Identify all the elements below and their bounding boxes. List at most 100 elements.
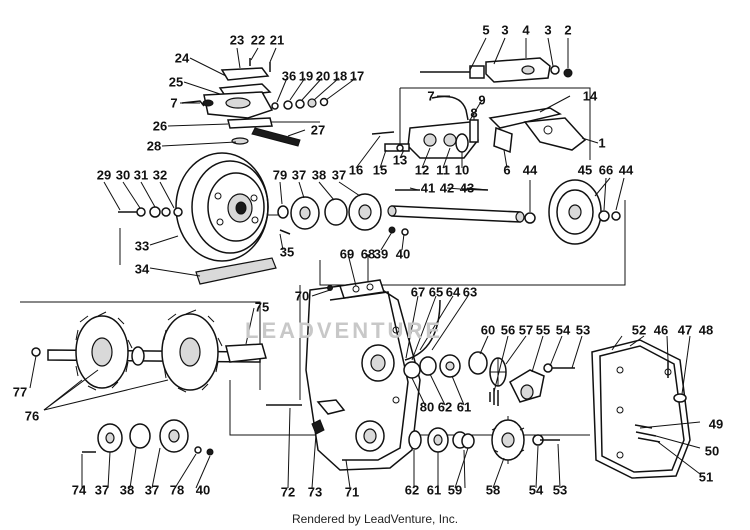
callout-31: 31 [133, 167, 149, 183]
chaincase-housing [266, 279, 421, 471]
callout-51: 51 [698, 469, 714, 485]
callout-2: 2 [564, 22, 572, 38]
callout-16: 16 [348, 162, 364, 178]
callout-4: 4 [522, 22, 530, 38]
callout-39: 39 [373, 246, 389, 262]
callout-27: 27 [310, 122, 326, 138]
callout-50: 50 [704, 443, 720, 459]
footer-credit: Rendered by LeadVenture, Inc. [291, 512, 459, 526]
callout-58: 58 [485, 482, 501, 498]
callout-79: 79 [272, 167, 288, 183]
callout-15: 15 [372, 162, 388, 178]
callout-43: 43 [459, 180, 475, 196]
callout-70: 70 [294, 288, 310, 304]
callout-38: 38 [311, 167, 327, 183]
callout-37: 37 [331, 167, 347, 183]
axle-bearing-stack [82, 419, 214, 456]
chain-tensioner-parts [403, 299, 575, 406]
callout-21: 21 [269, 32, 285, 48]
callout-3: 3 [501, 22, 509, 38]
callout-8: 8 [470, 105, 478, 121]
callout-42: 42 [439, 180, 455, 196]
callout-66: 66 [598, 162, 614, 178]
callout-52: 52 [631, 322, 647, 338]
callout-18: 18 [332, 68, 348, 84]
callout-7: 7 [427, 88, 435, 104]
callout-60: 60 [480, 322, 496, 338]
callout-10: 10 [454, 162, 470, 178]
callout-13: 13 [392, 152, 408, 168]
callout-44: 44 [522, 162, 538, 178]
callout-40: 40 [195, 482, 211, 498]
callout-12: 12 [414, 162, 430, 178]
callout-72: 72 [280, 484, 296, 500]
callout-54: 54 [555, 322, 571, 338]
callout-19: 19 [298, 68, 314, 84]
callout-1: 1 [598, 135, 606, 151]
chaincase-cover [591, 339, 691, 479]
callout-76: 76 [24, 408, 40, 424]
callout-5: 5 [482, 22, 490, 38]
callout-25: 25 [168, 74, 184, 90]
callout-63: 63 [462, 284, 478, 300]
callout-67: 67 [410, 284, 426, 300]
callout-59: 59 [447, 482, 463, 498]
callout-17: 17 [349, 68, 365, 84]
top-right-bracket-assembly [371, 57, 587, 159]
callout-45: 45 [577, 162, 593, 178]
callout-28: 28 [146, 138, 162, 154]
drive-shaft [387, 188, 525, 223]
callout-leader-lines [29, 37, 701, 489]
callout-32: 32 [152, 167, 168, 183]
callout-48: 48 [698, 322, 714, 338]
callout-65: 65 [428, 284, 444, 300]
callout-41: 41 [420, 180, 436, 196]
callout-49: 49 [708, 416, 724, 432]
callout-29: 29 [96, 167, 112, 183]
callout-61: 61 [456, 399, 472, 415]
callout-37: 37 [94, 482, 110, 498]
callout-71: 71 [344, 484, 360, 500]
callout-53: 53 [575, 322, 591, 338]
hub-bearing-stack [277, 193, 409, 236]
callout-73: 73 [307, 484, 323, 500]
callout-7: 7 [170, 95, 178, 111]
callout-34: 34 [134, 261, 150, 277]
callout-33: 33 [134, 238, 150, 254]
callout-11: 11 [436, 162, 450, 178]
callout-6: 6 [503, 162, 511, 178]
callout-44: 44 [618, 162, 634, 178]
callout-22: 22 [250, 32, 266, 48]
callout-40: 40 [395, 246, 411, 262]
callout-74: 74 [71, 482, 87, 498]
callout-37: 37 [144, 482, 160, 498]
callout-68: 68 [360, 246, 376, 262]
callout-62: 62 [437, 399, 453, 415]
lower-sprocket-stack [408, 416, 560, 464]
callout-77: 77 [12, 384, 28, 400]
callout-80: 80 [419, 399, 435, 415]
callout-47: 47 [677, 322, 693, 338]
callout-35: 35 [279, 244, 295, 260]
callout-26: 26 [152, 118, 168, 134]
callout-62: 62 [404, 482, 420, 498]
idler-bracket-assembly [181, 58, 329, 147]
callout-56: 56 [500, 322, 516, 338]
callout-14: 14 [582, 88, 598, 104]
callout-69: 69 [339, 246, 355, 262]
callout-38: 38 [119, 482, 135, 498]
callout-36: 36 [281, 68, 297, 84]
sprocket-disc [524, 179, 621, 245]
callout-20: 20 [315, 68, 331, 84]
track-drive-axle [31, 309, 267, 393]
callout-78: 78 [169, 482, 185, 498]
pulley-bolt-washers [118, 206, 183, 218]
callout-75: 75 [254, 299, 270, 315]
callout-24: 24 [174, 50, 190, 66]
callout-3: 3 [544, 22, 552, 38]
drive-belt-strip [195, 257, 277, 285]
callout-9: 9 [478, 92, 486, 108]
callout-54: 54 [528, 482, 544, 498]
